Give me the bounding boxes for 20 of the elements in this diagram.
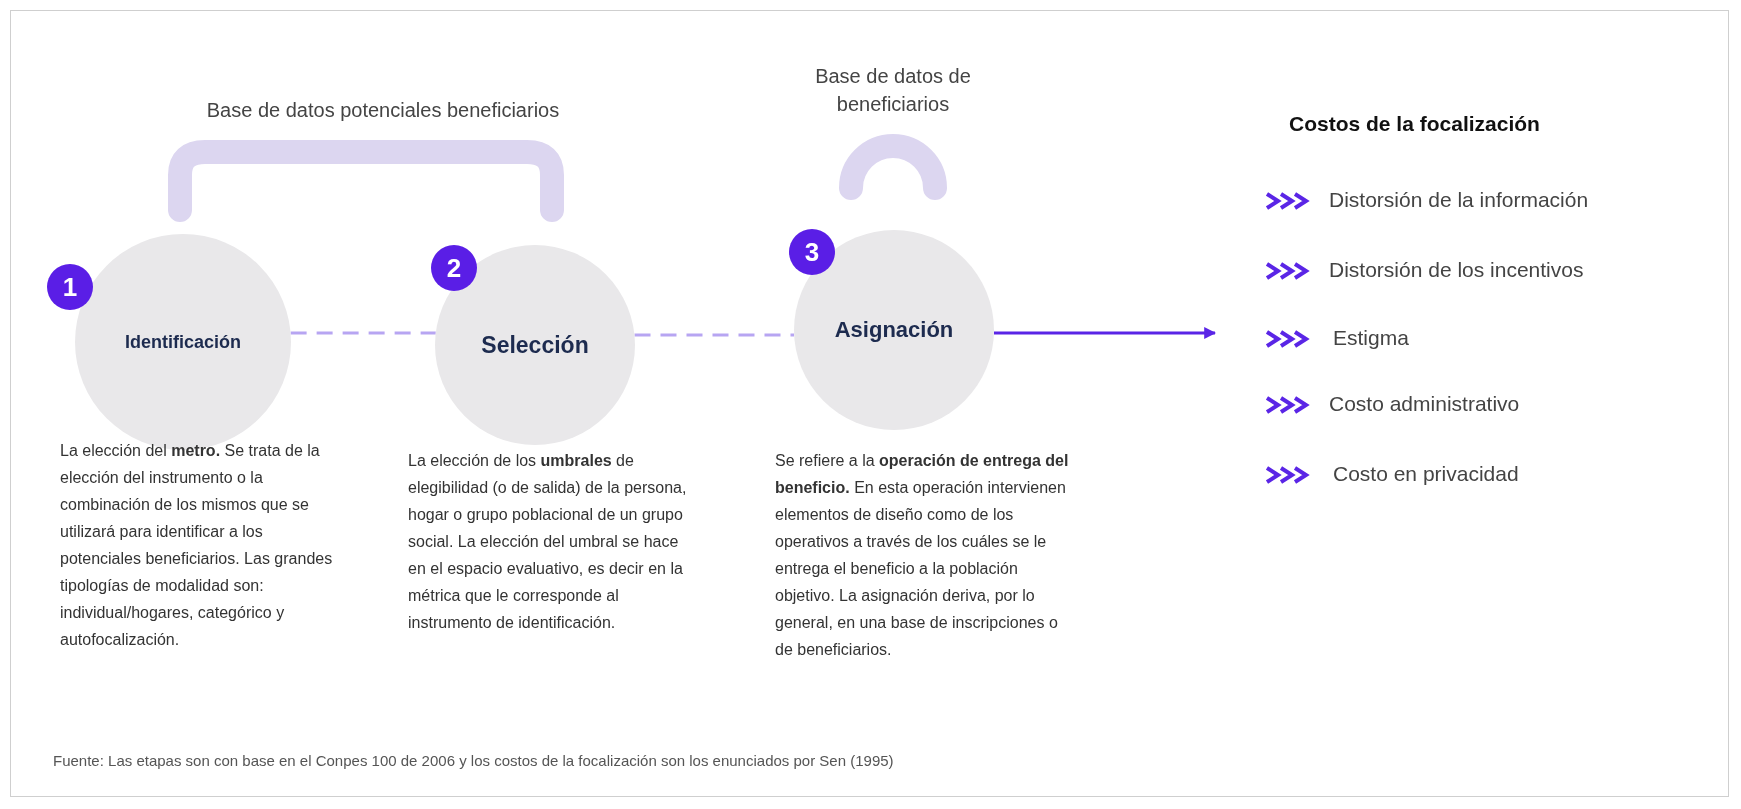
- step-title: Selección: [481, 331, 589, 359]
- list-item: Estigma: [1333, 326, 1409, 350]
- step-description: La elección del metro. Se trata de la elección del instrumento o la combinación de los mismos que se utilizará para identificar a los potenciales beneficiarios. Las grandes tipologías de modalidad son: individual/hogares, categórico y autofocalización.: [60, 441, 334, 650]
- step-title: Identificación: [125, 331, 241, 353]
- number-badge: 3: [789, 229, 835, 275]
- database-label: Base de datos potenciales beneficiarios: [205, 98, 561, 123]
- step-title: Asignación: [834, 317, 954, 343]
- list-item: Costo en privacidad: [1333, 462, 1519, 486]
- list-item: Distorsión de los incentivos: [1329, 258, 1584, 282]
- dashed-connector: [634, 333, 795, 337]
- list-item: Costo administrativo: [1329, 392, 1520, 416]
- database-label: Base de datos de beneficiarios: [814, 64, 972, 117]
- list-heading: Costos de la focalización: [1289, 112, 1540, 136]
- step-description: La elección de los umbrales de elegibilidad (o de salida) de la persona, hogar o grupo poblacional de un grupo social. La elección del umbral se hace en el espacio evaluativo, es decir en la métrica que le corresponde al instrumento de identificación.: [408, 451, 688, 633]
- list-item: Distorsión de la información: [1329, 188, 1589, 212]
- arrow: [993, 327, 1217, 339]
- dashed-connector: [290, 331, 436, 335]
- step-description: Se refiere a la operación de entrega del beneficio. En esta operación intervienen elementos de diseño como de los operativos a través de los cuáles se le entrega el beneficio a la población objetivo. La asignación deriva, por lo general, en una base de inscripciones o de beneficiarios.: [775, 451, 1070, 660]
- number-badge: 1: [47, 264, 93, 310]
- source-caption: Fuente: Las etapas son con base en el Conpes 100 de 2006 y los costos de la focalización son los enunciados por Sen (1995): [53, 752, 894, 769]
